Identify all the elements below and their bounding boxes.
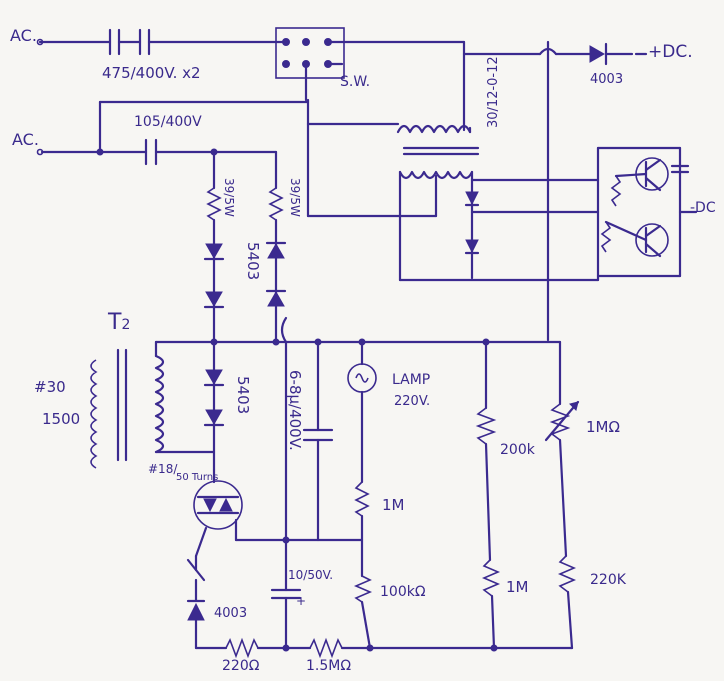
lamp	[347, 340, 377, 650]
mid-ac-line	[36, 100, 310, 166]
small-capacitor	[270, 536, 302, 650]
neg-dc-label: -DC	[690, 200, 716, 216]
transformer-top-label: 30/12-0-12	[486, 56, 501, 128]
secondary-label: #18/	[148, 462, 178, 476]
switch-label: S.W.	[340, 74, 371, 90]
r-220-label: 220Ω	[222, 658, 260, 674]
r-100k-label: 100kΩ	[380, 584, 426, 600]
r-15m-label: 1.5MΩ	[306, 658, 352, 674]
divider-right	[544, 340, 580, 650]
ac-top-label: AC.	[10, 26, 37, 45]
r-1m-b-label: 1M	[506, 578, 529, 596]
diodes-lower-label: 5403	[234, 376, 252, 415]
r-1mohm-label: 1MΩ	[586, 418, 620, 436]
ac-mid-label: AC.	[12, 130, 39, 149]
cap-top-label: 475/400V. x2	[102, 64, 201, 82]
triac	[193, 468, 364, 558]
bottom-rail	[194, 637, 574, 659]
top-transformer	[306, 98, 600, 282]
r-1m-a-label: 1M	[382, 496, 405, 514]
big-capacitor	[280, 316, 334, 542]
t2-transformer	[90, 340, 216, 469]
diac-diode	[186, 554, 206, 650]
lamp-label: LAMP	[392, 372, 431, 388]
res-left-label: 39/5W	[222, 178, 236, 217]
lamp-voltage-label: 220V.	[394, 394, 431, 409]
top-ac-line	[36, 28, 284, 56]
secondary-count-label: 50 Turns	[176, 472, 219, 483]
cap-big-label: 6-8μ/400V.	[286, 370, 304, 451]
switch-sw	[275, 27, 466, 102]
diode-4003-b-label: 4003	[214, 606, 248, 621]
transistor-block	[596, 146, 698, 282]
cap-mid-label: 105/400V	[134, 114, 202, 130]
dc-input-wire	[462, 40, 648, 132]
res-right-label: 39/5W	[288, 178, 302, 217]
plus-dc-label: +DC.	[648, 42, 693, 62]
r-200k-label: 200k	[500, 442, 535, 458]
diodes-upper-label: 5403	[244, 242, 262, 281]
cap-plus-label: +	[296, 594, 307, 608]
primary-count-label: 1500	[42, 410, 81, 428]
diode-dc-label: 4003	[590, 72, 624, 87]
lower-diodes	[203, 340, 225, 472]
divider-left	[475, 340, 501, 650]
main-bus	[154, 338, 562, 346]
t2-label: T2	[108, 310, 131, 335]
r-220k-label: 220K	[590, 572, 626, 588]
primary-turns-label: #30	[34, 378, 66, 396]
cap-small-label: 10/50V.	[288, 568, 334, 582]
resistor-diode-chains	[203, 150, 287, 344]
